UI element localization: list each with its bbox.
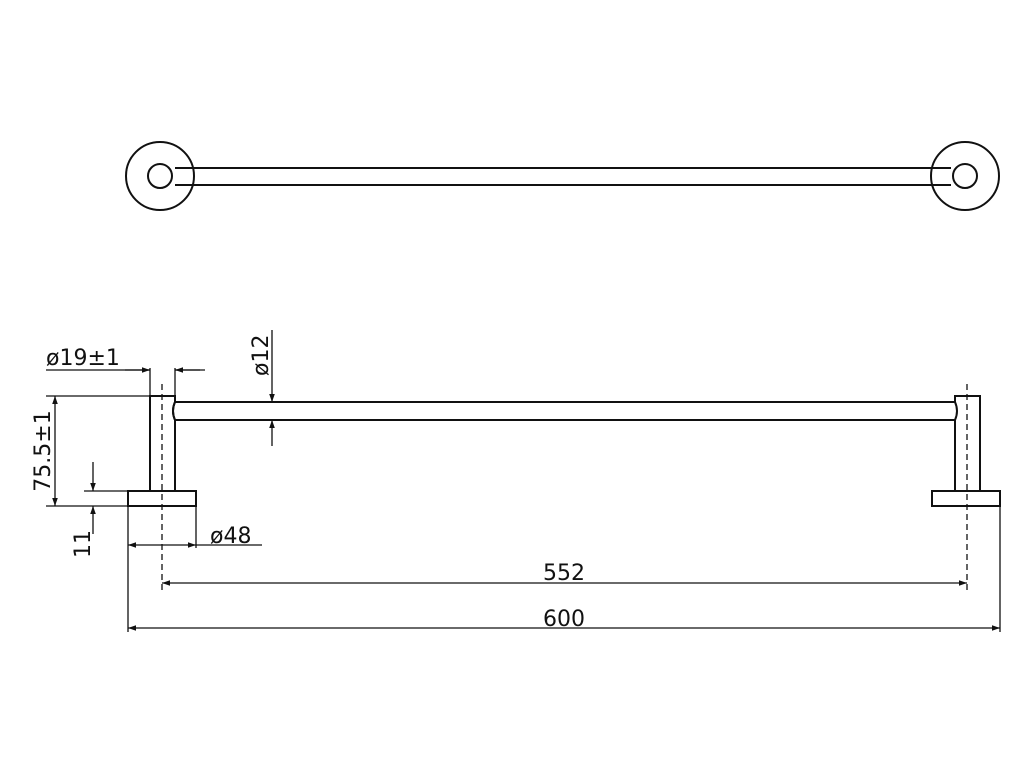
left-rosette-outer [125, 141, 195, 211]
overall-length-label: 600 [543, 607, 585, 632]
flange-diameter-label: ø19±1 [46, 346, 120, 371]
height-label: 75.5±1 [31, 410, 56, 491]
towel-bar [172, 401, 955, 421]
right-rosette-inner [952, 163, 978, 189]
base-diameter-label: ø48 [210, 524, 251, 549]
dimension-lines [46, 330, 1001, 632]
top-view [125, 141, 1000, 211]
base-thickness-label: 11 [71, 530, 96, 558]
right-post [954, 395, 981, 492]
bar-diameter-label: ø12 [249, 335, 274, 376]
right-base [931, 490, 1001, 507]
left-rosette-inner [147, 163, 173, 189]
right-rosette-outer [930, 141, 1000, 211]
center-distance-label: 552 [543, 561, 585, 586]
front-view [127, 384, 1001, 592]
